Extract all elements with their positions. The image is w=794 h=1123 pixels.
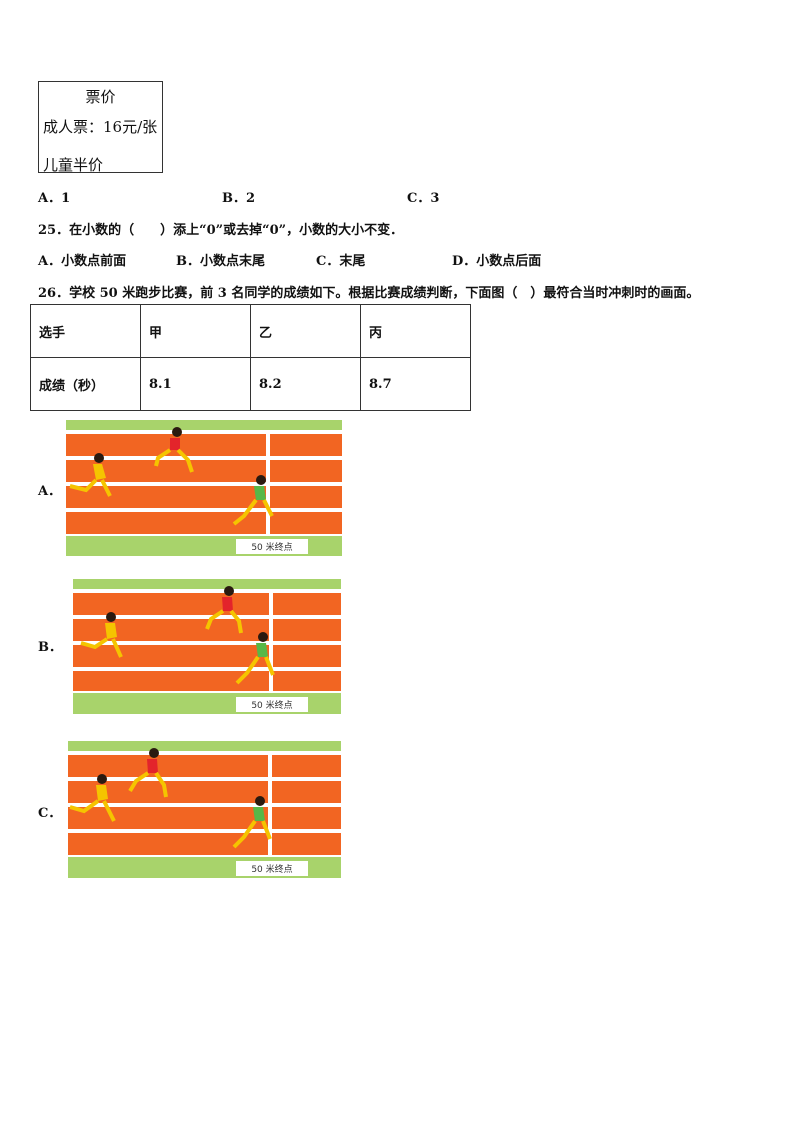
finish-line-label: 50 米终点: [251, 863, 292, 875]
child-ticket-price: 儿童半价: [43, 156, 104, 174]
runner-icon: [154, 427, 194, 473]
q25-option-b[interactable]: B．小数点末尾: [176, 254, 265, 269]
track-image-c[interactable]: 50 米终点: [68, 741, 341, 878]
price-box-title: 票价: [85, 88, 116, 106]
q26-question: 26．学校 50 米跑步比赛，前 3 名同学的成绩如下。根据比赛成绩判断，下面图…: [38, 286, 700, 301]
runner-icon: [80, 612, 123, 658]
scores-table: 选手 甲 乙 丙 成绩（秒） 8.1 8.2 8.7: [30, 304, 471, 411]
runner-icon: [69, 774, 116, 822]
track-image-a[interactable]: 50 米终点: [66, 420, 342, 556]
runner-icon: [205, 586, 243, 634]
table-cell: 8.1: [140, 357, 251, 411]
table-row: 选手 甲 乙 丙: [30, 304, 471, 358]
table-cell: 选手: [30, 304, 141, 358]
q25-option-d[interactable]: D．小数点后面: [452, 254, 542, 269]
table-cell: 乙: [250, 304, 361, 358]
runner-icon: [232, 796, 272, 849]
track-image-b[interactable]: 50 米终点: [73, 579, 341, 714]
q25-option-c[interactable]: C．末尾: [316, 254, 366, 269]
q25-question: 25．在小数的（ ）添上“0”或去掉“0”，小数的大小不变．: [38, 223, 404, 238]
runner-icon: [235, 632, 275, 685]
adult-ticket-price: 成人票：16元/张: [43, 118, 158, 136]
q24-option-c[interactable]: C．3: [407, 191, 440, 206]
q26-option-c-label[interactable]: C．: [38, 806, 62, 821]
q26-option-b-label[interactable]: B．: [38, 640, 62, 655]
table-row: 成绩（秒） 8.1 8.2 8.7: [30, 357, 471, 411]
table-cell: 8.2: [250, 357, 361, 411]
table-cell: 成绩（秒）: [30, 357, 141, 411]
q25-option-a[interactable]: A．小数点前面: [38, 254, 127, 269]
table-cell: 甲: [140, 304, 251, 358]
runner-icon: [69, 453, 112, 497]
runner-icon: [128, 748, 168, 798]
runner-icon: [232, 475, 274, 526]
q26-option-a-label[interactable]: A．: [38, 484, 62, 499]
finish-line-label: 50 米终点: [251, 699, 292, 711]
finish-line-label: 50 米终点: [251, 541, 292, 553]
q24-option-b[interactable]: B．2: [222, 191, 256, 206]
q24-option-a[interactable]: A．1: [38, 191, 71, 206]
ticket-price-box: 票价 成人票：16元/张 儿童半价: [38, 81, 163, 174]
table-cell: 8.7: [360, 357, 471, 411]
table-cell: 丙: [360, 304, 471, 358]
